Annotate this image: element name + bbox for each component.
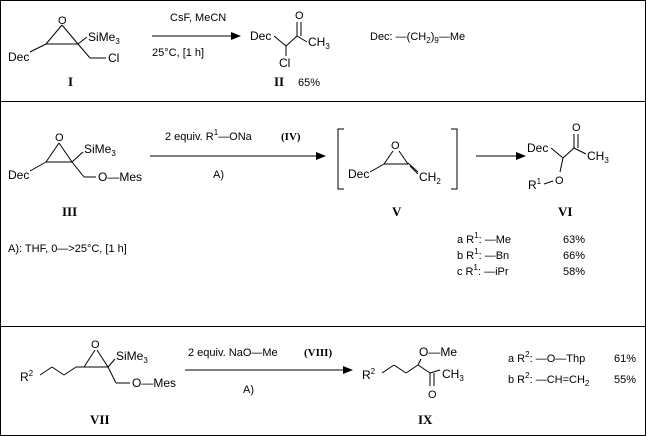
- variant-yield: 55%: [614, 374, 636, 386]
- chlorine-label: Cl: [108, 51, 119, 65]
- variant-row: a R2: —O—Thp 61%: [508, 350, 636, 365]
- epoxide-oxygen: O: [55, 132, 64, 144]
- compound-number-I: I: [68, 74, 73, 89]
- compound-IX: R2 O—Me CH3 O IX: [362, 345, 464, 427]
- compound-number-IX: IX: [418, 412, 433, 427]
- reagent-number-VIII: (VIII): [304, 347, 332, 359]
- carbonyl-oxygen: O: [295, 10, 304, 22]
- variant-label: a R1: —Me: [457, 231, 511, 246]
- compound-number-VII: VII: [90, 412, 110, 427]
- variant-yield: 61%: [614, 353, 636, 365]
- methyl-label: CH3: [587, 149, 609, 165]
- trimethylsilyl-label: SiMe3: [84, 142, 116, 158]
- epoxide-oxygen: O: [91, 339, 100, 351]
- variant-label: b R2: —CH=CH2: [508, 371, 590, 388]
- variant-yield: 66%: [563, 250, 585, 262]
- row1-reagents: CsF, MeCN: [170, 12, 226, 24]
- mesylate-label: O—Mes: [132, 376, 176, 390]
- compound-number-VI: VI: [558, 204, 572, 219]
- row1-conditions: 25°C, [1 h]: [152, 47, 204, 59]
- carbonyl-oxygen: O: [428, 389, 437, 401]
- reagent-number-IV: (IV): [281, 131, 301, 143]
- r1-label: R1: [528, 177, 542, 192]
- methyl-label: CH3: [308, 35, 330, 51]
- variant-yield: 58%: [563, 266, 585, 278]
- dec-label: Dec: [8, 50, 29, 64]
- variant-label: a R2: —O—Thp: [508, 350, 585, 365]
- variant-row: b R1: —Bn 66%: [457, 247, 585, 262]
- row3-variants: a R2: —O—Thp 61% b R2: —CH=CH2 55%: [508, 350, 636, 388]
- compound-number-V: V: [392, 204, 402, 219]
- variant-row: a R1: —Me 63%: [457, 231, 585, 246]
- chlorine-label: Cl: [279, 56, 290, 70]
- r2-label: R2: [362, 367, 376, 382]
- r2-label: R2: [20, 369, 34, 384]
- variant-yield: 63%: [563, 234, 585, 246]
- methyl-label: CH3: [442, 367, 464, 383]
- compound-number-II: II: [274, 74, 284, 89]
- row2-conditions-ref: A): [213, 169, 224, 181]
- compound-VII: R2 O SiMe3 O—Mes VII: [20, 339, 176, 427]
- methylene-label: CH2: [419, 170, 441, 186]
- conditions-definition: A): THF, 0—>25°C, [1 h]: [8, 243, 127, 255]
- dec-label: Dec: [8, 168, 29, 182]
- compound-II: Dec O CH3 Cl II 65%: [250, 10, 330, 89]
- dec-label: Dec: [348, 167, 369, 181]
- dec-label: Dec: [250, 29, 271, 43]
- intermediate-V: Dec O CH2 V: [337, 128, 458, 219]
- yield-II: 65%: [298, 77, 320, 89]
- row3-reagent: 2 equiv. NaO—Me: [188, 347, 278, 359]
- dec-label: Dec: [527, 141, 548, 155]
- compound-number-III: III: [62, 204, 77, 219]
- epoxide-oxygen: O: [58, 15, 67, 27]
- compound-I: Dec O SiMe3 Cl I: [8, 15, 120, 89]
- compound-VI: Dec O CH3 O R1 VI: [527, 122, 609, 219]
- variant-label: c R1: —iPr: [457, 263, 509, 278]
- dec-definition: Dec: —(CH2)9—Me: [370, 31, 465, 45]
- row2-variants: a R1: —Me 63% b R1: —Bn 66% c R1: —iPr 5…: [457, 231, 585, 278]
- methoxy-label: O—Me: [419, 345, 457, 359]
- variant-label: b R1: —Bn: [457, 247, 509, 262]
- mesylate-label: O—Mes: [98, 170, 142, 184]
- trimethylsilyl-label: SiMe3: [88, 30, 120, 46]
- carbonyl-oxygen: O: [572, 122, 581, 134]
- variant-row: b R2: —CH=CH2 55%: [508, 371, 636, 388]
- ether-oxygen: O: [555, 175, 564, 187]
- row2-reagent: 2 equiv. R1—ONa: [165, 128, 253, 143]
- compound-III: Dec O SiMe3 O—Mes III: [8, 132, 142, 219]
- trimethylsilyl-label: SiMe3: [116, 349, 148, 365]
- epoxide-oxygen: O: [391, 140, 400, 152]
- variant-row: c R1: —iPr 58%: [457, 263, 585, 278]
- row3-conditions-ref: A): [243, 384, 254, 396]
